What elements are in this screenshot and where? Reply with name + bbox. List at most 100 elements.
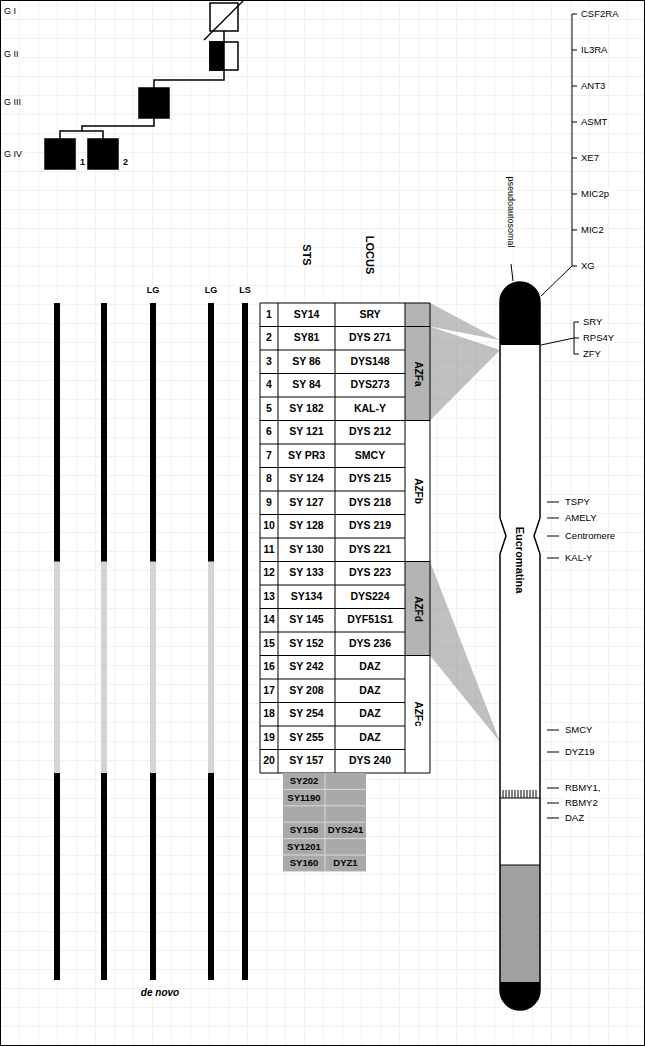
row-number: 19: [262, 732, 276, 744]
sts-cell: SY 86: [291, 356, 321, 368]
column-header: LOCUS: [364, 235, 376, 276]
shaded-region: [405, 562, 430, 656]
locus-cell: DYS 212: [348, 426, 392, 438]
gene-label: RBMY2: [564, 798, 599, 808]
generation-label: G IV: [3, 150, 23, 160]
locus-cell: DYS 221: [348, 544, 392, 556]
gene-label: ANT3: [580, 81, 606, 91]
affected-male-symbol: [139, 88, 169, 118]
deleted-segment: [208, 562, 214, 774]
gene-label: IL3RA: [580, 45, 608, 55]
azf-region-label: AZFd: [412, 595, 423, 623]
sibship-line: [60, 118, 154, 139]
region-wedge: [430, 562, 500, 743]
sts-cell: SY1201: [286, 842, 322, 852]
locus-cell: DYS 236: [348, 638, 392, 650]
gene-label: MIC2: [580, 225, 605, 235]
heterochromatin: [495, 865, 545, 982]
gene-leaders: [541, 14, 579, 818]
marker-table: [260, 303, 430, 871]
locus-cell: SRY: [358, 309, 381, 321]
gene-label: TSPY: [564, 497, 591, 507]
row-number: 6: [265, 426, 273, 438]
row-number: 9: [265, 497, 273, 509]
sts-cell: SY158: [289, 825, 320, 835]
de-novo-note: de novo: [140, 987, 180, 998]
locus-cell: DYS 218: [348, 497, 392, 509]
row-number: 14: [262, 614, 276, 626]
sts-cell: SY134: [290, 591, 324, 603]
locus-cell: DYS273: [349, 379, 390, 391]
gene-label: ZFY: [582, 349, 602, 359]
sts-cell: SY 208: [288, 685, 324, 697]
sts-cell: SY 128: [288, 520, 324, 532]
y-chromosome: [495, 264, 545, 1015]
sts-cell: SY PR3: [287, 450, 326, 462]
gene-label: SMCY: [564, 725, 593, 735]
row-number: 15: [262, 638, 276, 650]
azf-region-label: AZFb: [412, 477, 423, 505]
row-number: 7: [265, 450, 273, 462]
haplotype-label: LS: [238, 286, 252, 296]
sts-cell: SY 254: [288, 708, 324, 720]
region-wedges: [430, 303, 500, 742]
pedigree-line: [223, 31, 225, 42]
generation-label: G III: [3, 98, 22, 108]
euchromatin: [495, 280, 545, 1015]
haplotype-label: LG: [204, 286, 219, 296]
locus-cell: DYS 215: [348, 473, 392, 485]
locus-cell: DAZ: [358, 708, 382, 720]
pseudoautosomal-region: [495, 280, 545, 345]
haplotype-bar: [208, 303, 214, 980]
region-wedge: [430, 327, 500, 421]
haplotype-bars: [54, 303, 248, 980]
sts-cell: SY 255: [288, 732, 324, 744]
locus-cell: DYF51S1: [346, 614, 394, 626]
locus-cell: DYS 219: [348, 520, 392, 532]
hatched-band: [500, 790, 540, 865]
gene-label: RBMY1,: [564, 783, 601, 793]
gene-label: RPS4Y: [582, 333, 615, 343]
affected-male-symbol: [88, 139, 118, 169]
row-number: 12: [262, 567, 276, 579]
sts-cell: SY 124: [288, 473, 324, 485]
deleted-segment: [150, 562, 156, 774]
sts-cell: SY 157: [288, 755, 324, 767]
shaded-region: [405, 327, 430, 421]
row-number: 5: [265, 403, 273, 415]
table-ground: [260, 303, 430, 773]
sts-cell: SY 242: [288, 661, 324, 673]
sts-cell: SY 130: [288, 544, 324, 556]
male-carrier-symbol: [210, 42, 238, 70]
haplotype-bar: [101, 303, 107, 980]
individual-number: 2: [122, 158, 129, 168]
shaded-cell: [405, 303, 430, 327]
male-carrier-fill: [210, 42, 224, 70]
locus-cell: DYS224: [349, 591, 390, 603]
gene-label: CSF2RA: [580, 9, 619, 19]
haplotype-bar: [54, 303, 60, 980]
gene-label: AMELY: [564, 513, 598, 523]
locus-cell: DAZ: [358, 732, 382, 744]
sts-cell: SY81: [293, 332, 321, 344]
gene-label: XG: [580, 261, 596, 271]
pedigree-line: [154, 70, 224, 88]
gene-label: KAL-Y: [564, 553, 593, 563]
gene-tick: [547, 730, 559, 752]
locus-cell: DYS 271: [348, 332, 392, 344]
affected-male-symbol: [45, 139, 75, 169]
row-number: 4: [265, 379, 273, 391]
sts-cell: SY14: [293, 309, 321, 321]
row-number: 3: [265, 356, 273, 368]
row-number: 18: [262, 708, 276, 720]
sts-cell: SY 121: [288, 426, 324, 438]
locus-cell: DYS 240: [348, 755, 392, 767]
row-number: 11: [262, 544, 275, 556]
row-number: 16: [262, 661, 276, 673]
row-number: 10: [262, 520, 276, 532]
locus-cell: DYZ1: [332, 858, 358, 868]
individual-number: 1: [79, 158, 86, 168]
gene-bracket: [541, 14, 577, 296]
row-number: 1: [265, 309, 273, 321]
